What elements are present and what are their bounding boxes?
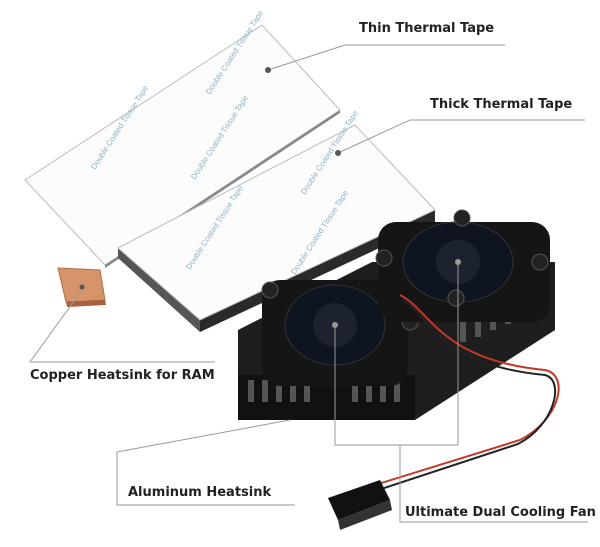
thin-thermal-tape: Double Coated Tissue Tape Double Coated … bbox=[24, 8, 341, 268]
label-thin-thermal-tape: Thin Thermal Tape bbox=[359, 21, 495, 36]
fan-cable bbox=[374, 294, 560, 491]
label-copper-heatsink: Copper Heatsink for RAM bbox=[30, 368, 215, 383]
leader-lines bbox=[29, 44, 588, 523]
fan-connector bbox=[328, 480, 392, 530]
thick-thermal-tape: Double Coated Tissue Tape Double Coated … bbox=[117, 108, 436, 332]
label-thick-thermal-tape: Thick Thermal Tape bbox=[430, 97, 573, 112]
cooling-fan-right bbox=[375, 209, 550, 322]
label-aluminum-heatsink: Aluminum Heatsink bbox=[128, 485, 272, 500]
copper-heatsink bbox=[57, 267, 106, 307]
label-dual-cooling-fan: Ultimate Dual Cooling Fan bbox=[405, 505, 596, 520]
